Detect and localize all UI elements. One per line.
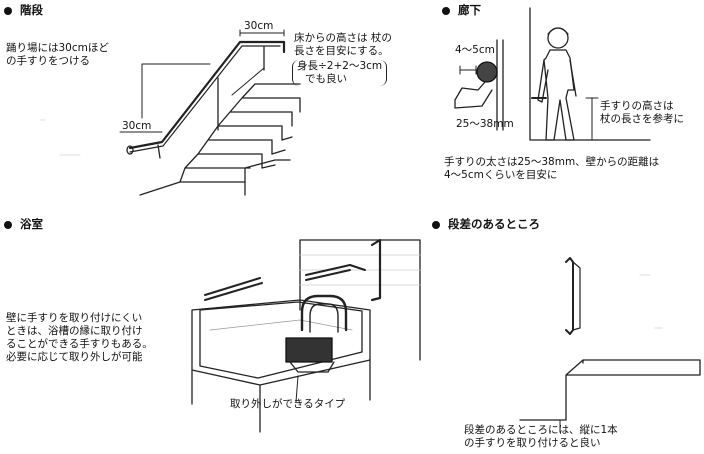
step-heading-label: 段差のあるところ [448, 217, 540, 231]
hallway-height-note: 手すりの高さは 杖の長さを参考に [600, 100, 684, 125]
step-illustration [520, 258, 700, 432]
stairs-illustration [120, 30, 300, 195]
bathroom-heading: 浴室 [4, 216, 43, 232]
bullet-dot-icon [442, 6, 450, 15]
hallway-illustration [455, 8, 650, 140]
bullet-dot-icon [4, 6, 12, 15]
stairs-height-note: 床からの高さは 杖の 長さを目安にする。 [294, 32, 392, 57]
bullet-dot-icon [4, 220, 12, 229]
hallway-thickness-note: 手すりの太さは25～38mm、壁からの距離は 4～5cmくらいを目安に [444, 156, 660, 181]
hallway-dim-gap: 4～5cm [455, 44, 495, 56]
step-note: 段差のあるところには、縦に1本 の手すりを取り付けると良い [464, 424, 618, 449]
bathroom-wall-note: 壁に手すりを取り付けにくい ときは、浴槽の縁に取り付け ることができる手すりもあ… [6, 312, 153, 363]
step-heading: 段差のあるところ [432, 216, 540, 232]
bathroom-heading-label: 浴室 [20, 217, 43, 231]
bullet-dot-icon [432, 220, 440, 229]
scan-marks [40, 120, 662, 328]
hallway-heading: 廊下 [442, 2, 481, 18]
stairs-heading: 階段 [4, 2, 43, 18]
hallway-heading-label: 廊下 [458, 3, 481, 17]
stairs-landing-note: 踊り場には30cmほど の手すりをつける [6, 42, 109, 67]
stairs-dim-bottom: 30cm [122, 120, 152, 132]
bathroom-illustration [192, 240, 420, 432]
bathroom-caption: 取り外しができるタイプ [230, 398, 346, 410]
hallway-dim-diameter: 25～38mm [456, 118, 514, 130]
stairs-dim-top: 30cm [244, 20, 274, 32]
stairs-formula-note: 身長÷2+2～3cm でも良い [292, 60, 388, 86]
stairs-heading-label: 階段 [20, 3, 43, 17]
